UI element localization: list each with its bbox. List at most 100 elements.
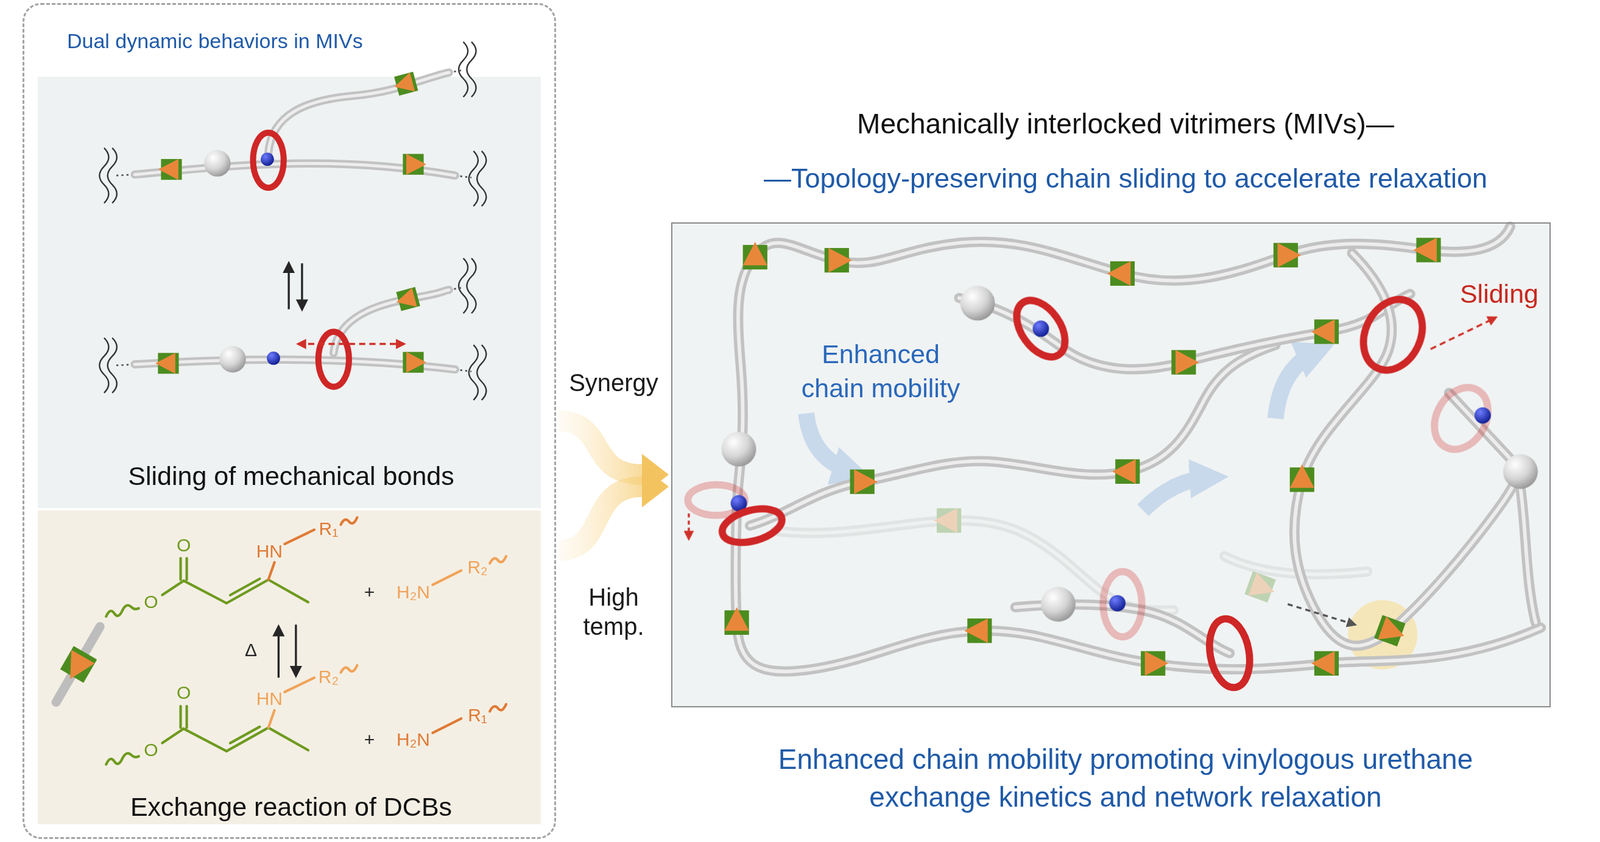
chemistry-illustration [105,705,309,764]
plus-sign: + [364,730,376,749]
network-illustration [1374,614,1409,647]
atom-label-holder: H₂N [396,730,430,749]
mobility-label-holder: Enhanced chain mobility [794,337,968,406]
chemistry-illustration [56,517,507,764]
chemistry-illustration [294,624,297,676]
chemistry-illustration [268,710,275,728]
atom-label: HN [256,689,283,708]
chemistry-illustration [105,557,309,616]
network-illustration [687,377,1499,637]
network-illustration [1140,651,1169,676]
group-label-holder: R₂ [467,557,488,577]
network-illustration [1503,453,1538,489]
network-illustration [724,607,750,635]
sliding-illustration [300,263,303,309]
atom-label: HN [256,542,283,561]
network-illustration [735,226,1541,672]
atom-label: O [143,740,158,759]
network-illustration [1109,595,1126,612]
sliding-illustration [297,342,404,345]
chemistry-illustration [56,626,100,703]
chemistry-illustration [179,557,182,580]
network-illustration [1040,586,1076,622]
network-illustration [1289,464,1315,492]
sliding-illustration [394,286,421,312]
network-illustration [1006,291,1075,367]
panel-caption-holder: Exchange reaction of DCBs [130,791,452,823]
atom-label: O [143,592,158,611]
panel-caption: Sliding of mechanical bonds [127,460,454,493]
sliding-illustration [99,42,487,401]
sliding-illustration [266,351,281,365]
chemistry-illustration [162,580,184,595]
chemistry-illustration [268,517,507,733]
network-illustration [743,241,768,270]
sliding-illustration [468,344,487,400]
arrow-head [641,465,669,508]
subtitle-holder: —Topology-preserving chain sliding to ac… [763,162,1488,195]
caption-holder: Enhanced chain mobility promoting vinylo… [717,740,1534,816]
panel-heading: Dual dynamic behaviors in MIVs [66,28,363,54]
edge-label: Synergy [568,367,659,398]
sliding-illustration [391,71,418,97]
chemistry-illustration [58,645,97,686]
network-illustration [749,344,1276,526]
network-illustration [1413,237,1441,262]
network-illustration [1244,570,1279,603]
chemistry-illustration [268,579,309,602]
network-illustration [687,513,690,540]
network-illustration [933,507,962,533]
network-illustration [749,344,1276,526]
network-illustration [806,412,853,471]
panel-fill [37,510,541,825]
title-holder: Mechanically interlocked vitrimers (MIVs… [856,107,1395,141]
network-illustration [1275,352,1317,419]
chemistry-illustration [230,578,260,596]
network-illustration [718,502,786,549]
atom-label-holder: HN [256,689,283,708]
plus-sign: + [364,582,376,602]
sub-panel: Sliding of mechanical bonds [39,78,543,510]
atom-label-holder: O [143,592,158,611]
arrow-band [558,486,642,551]
chemistry-illustration [268,556,507,728]
atom-label-holder: O [176,535,191,555]
network-illustration [1287,604,1356,625]
mobility-label: Enhanced chain mobility [794,337,968,406]
caption: Enhanced chain mobility promoting vinylo… [717,740,1534,816]
panel-fill [671,222,1551,708]
network-illustration [1352,289,1434,381]
sliding-illustration [99,337,117,393]
sliding-illustration [402,154,426,175]
network-illustration [1520,487,1536,623]
edge-label-holder: Synergy [568,367,659,398]
atom-label: H₂N [396,582,430,602]
plus-sign-holder: + [364,582,376,602]
sliding-illustration [268,72,450,153]
group-label-holder: R₁ [467,705,488,725]
atom-label: H₂N [396,730,430,749]
network-illustration [1294,252,1521,646]
panel-caption-holder: Sliding of mechanical bonds [127,460,454,493]
network-illustration [1107,261,1135,286]
sliding-illustration [287,263,290,309]
group-label: R₂ [467,557,488,577]
network-illustration [964,618,992,643]
sliding-illustration [204,149,231,177]
network-illustration [1112,459,1140,484]
sliding-illustration [268,72,450,153]
chemistry-illustration [341,517,358,525]
network-illustration [1273,243,1301,268]
network-illustration [1520,487,1536,623]
network-illustration [687,226,1541,691]
atom-label: O [176,683,191,702]
network-illustration [1430,317,1496,349]
sliding-illustration [219,345,247,373]
sliding-illustration [252,132,284,188]
panel-fill [37,76,1551,825]
synergy-arrow [558,465,669,551]
subtitle: —Topology-preserving chain sliding to ac… [763,162,1488,195]
chemistry-illustration [489,704,507,712]
sub-panel: Exchange reaction of DCBs [39,512,543,826]
